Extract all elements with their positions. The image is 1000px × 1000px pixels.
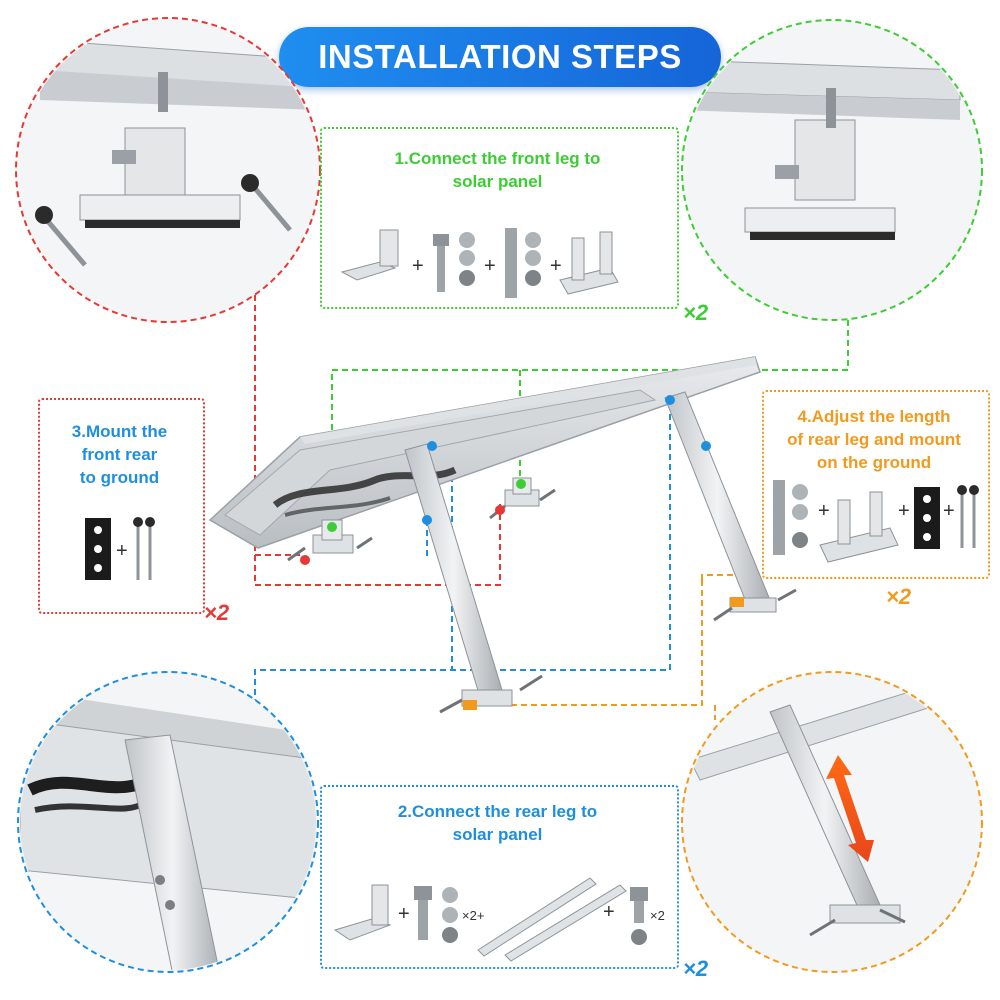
step2-text: 2.Connect the rear leg to solar panel [325, 800, 670, 846]
svg-text:+: + [484, 255, 496, 277]
orange-connector [470, 574, 750, 720]
page-title: INSTALLATION STEPS [279, 27, 721, 87]
step1-text: 1.Connect the front leg to solar panel [325, 147, 670, 193]
step2-box [320, 785, 679, 969]
step3-line2: front rear [81, 445, 158, 464]
detail-circle-front-mount [15, 17, 321, 323]
step1-multiplier: ×2 [683, 300, 709, 325]
detail-circle-adjust-leg [681, 671, 983, 973]
step3-line3: to ground [79, 468, 160, 487]
step1-line2: solar panel [452, 172, 543, 191]
red-marker-dot [495, 505, 505, 515]
step4-text: 4.Adjust the length of rear leg and moun… [766, 405, 982, 474]
svg-text:+: + [943, 500, 955, 522]
step2-multiplier: ×2 [683, 956, 709, 981]
step2-line2: solar panel [452, 825, 543, 844]
step3-text: 3.Mount the front rear to ground [42, 420, 197, 489]
detail-circle-rear-leg [17, 671, 319, 973]
svg-text:+: + [603, 901, 615, 923]
green-marker-dot [516, 479, 526, 489]
detail-circle-front-leg [681, 19, 983, 321]
svg-text:+: + [898, 500, 910, 522]
blue-marker-dot [701, 441, 711, 451]
orange-marker [730, 597, 744, 607]
step2-parts: + ×2+ + ×2 [333, 877, 665, 962]
step1-parts: + + + [340, 228, 619, 298]
solar-panel-illustration [208, 356, 797, 714]
orange-marker [463, 700, 477, 710]
svg-text:+: + [550, 255, 562, 277]
step2-x2-label: ×2 [650, 908, 665, 923]
svg-text:+: + [818, 500, 830, 522]
step1-line1: 1.Connect the front leg to [394, 149, 601, 168]
green-marker-dot [327, 522, 337, 532]
red-marker-dot [300, 555, 310, 565]
step3-box [38, 398, 205, 614]
adjust-arrow-icon [826, 755, 874, 862]
step4-line1: 4.Adjust the length [797, 407, 951, 426]
step4-line3: on the ground [816, 453, 932, 472]
step2-x2-plus-label: ×2+ [462, 908, 484, 923]
svg-text:+: + [398, 903, 410, 925]
step3-line1: 3.Mount the [71, 422, 168, 441]
red-connector [254, 285, 501, 586]
step2-line1: 2.Connect the rear leg to [397, 802, 598, 821]
step1-box [320, 127, 679, 309]
step4-box [762, 390, 990, 579]
step3-parts: + [85, 517, 155, 580]
svg-text:+: + [412, 255, 424, 277]
svg-text:+: + [116, 540, 128, 562]
step4-parts: + + + [773, 480, 979, 563]
step4-multiplier: ×2 [886, 584, 912, 609]
blue-marker-dot [427, 441, 437, 451]
blue-marker-dot [422, 515, 432, 525]
step4-line2: of rear leg and mount [787, 430, 961, 449]
step3-multiplier: ×2 [204, 600, 230, 625]
blue-marker-dot [665, 395, 675, 405]
